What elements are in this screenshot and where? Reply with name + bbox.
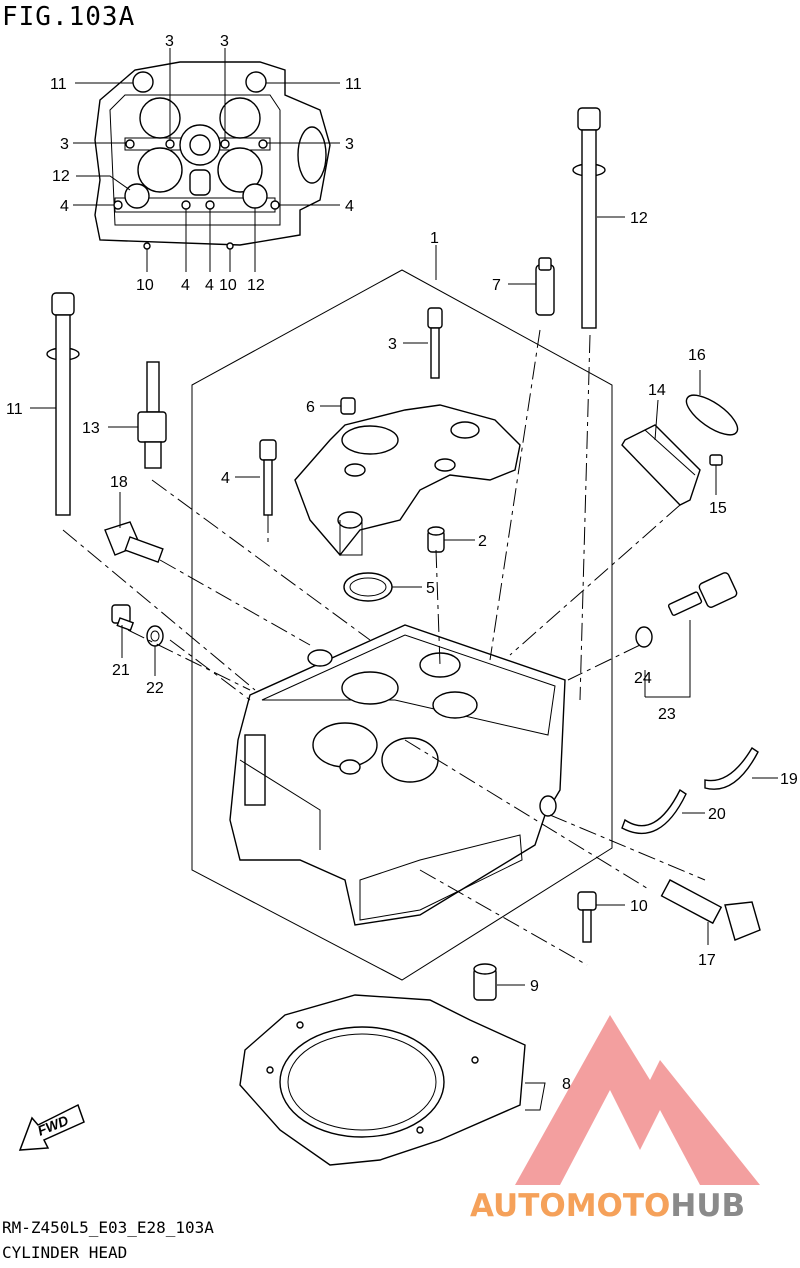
callout-part-7: 7 — [492, 277, 501, 294]
callout-part-1: 1 — [430, 230, 439, 247]
diagram-caption: CYLINDER HEAD — [2, 1243, 128, 1262]
callout-4-bottom-a: 4 — [181, 277, 190, 294]
part-6-bolt — [340, 397, 356, 415]
callout-11-right: 11 — [345, 76, 362, 93]
callout-part-15: 15 — [709, 500, 727, 517]
callout-part-12: 12 — [630, 210, 648, 227]
callout-part-10: 10 — [630, 898, 648, 915]
fwd-direction-arrow: FWD — [18, 1103, 85, 1151]
camshaft-holder — [294, 404, 521, 557]
part-16-clamp — [685, 394, 739, 436]
watermark-brand: AUTOMOTOHUB — [470, 1188, 745, 1224]
cylinder-head-body — [229, 624, 566, 926]
callout-part-4: 4 — [221, 470, 230, 487]
callout-4-right: 4 — [345, 198, 354, 215]
exploded-leader-lines — [30, 216, 778, 1111]
part-23-sensor — [667, 572, 738, 616]
callout-3-left: 3 — [60, 136, 69, 153]
diagram-code: RM-Z450L5_E03_E28_103A — [2, 1218, 214, 1237]
part-10-bolt — [577, 891, 597, 943]
callout-part-2: 2 — [478, 533, 487, 550]
part-7-sleeve — [535, 257, 555, 316]
part-15-screw — [709, 454, 723, 466]
callout-4-bottom-b: 4 — [205, 277, 214, 294]
callout-part-17: 17 — [698, 952, 716, 969]
callout-part-5: 5 — [426, 580, 435, 597]
part-24-o-ring — [635, 626, 653, 648]
top-view-leader-lines — [73, 48, 340, 272]
callout-part-21: 21 — [112, 662, 130, 679]
watermark-logo — [515, 1015, 760, 1185]
callout-part-16: 16 — [688, 347, 706, 364]
watermark-brand-part1: AUTOMOTO — [470, 1188, 671, 1224]
callout-part-23: 23 — [658, 706, 676, 723]
callout-10-bottom-left: 10 — [136, 277, 154, 294]
part-13-spark-plug — [137, 361, 167, 469]
cylinder-head-top-view — [94, 61, 331, 250]
callout-part-19: 19 — [780, 771, 798, 788]
callout-part-18: 18 — [110, 474, 128, 491]
assembly-dash-lines — [62, 329, 706, 966]
assembly-boundary — [191, 269, 613, 981]
part-21-bolt — [111, 604, 135, 632]
callout-11-left: 11 — [50, 76, 67, 93]
callout-part-14: 14 — [648, 382, 666, 399]
figure-title: FIG.103A — [2, 2, 136, 32]
callout-part-8: 8 — [562, 1076, 571, 1093]
callout-part-11: 11 — [6, 401, 23, 418]
part-5-o-ring — [343, 572, 393, 602]
part-14-intake-pipe — [621, 424, 701, 506]
part-9-dowel — [473, 963, 497, 1001]
callout-12-bottom: 12 — [247, 277, 265, 294]
callout-10-bottom-right: 10 — [219, 277, 237, 294]
callout-3-top-right: 3 — [220, 33, 229, 50]
callout-part-9: 9 — [530, 978, 539, 995]
callout-4-left: 4 — [60, 198, 69, 215]
part-20-cam-cap — [621, 788, 687, 835]
callout-part-22: 22 — [146, 680, 164, 697]
callout-part-6: 6 — [306, 399, 315, 416]
watermark-brand-part2: HUB — [670, 1188, 746, 1224]
part-4-bolt — [259, 439, 277, 516]
callout-3-top-left: 3 — [165, 33, 174, 50]
callout-part-24: 24 — [634, 670, 652, 687]
part-12-long-bolt — [572, 107, 606, 329]
callout-part-13: 13 — [82, 420, 100, 437]
callout-3-right: 3 — [345, 136, 354, 153]
part-3-bolt — [427, 307, 443, 379]
part-18-bolt — [104, 521, 164, 564]
part-19-cam-cap — [704, 747, 759, 790]
part-8-head-gasket — [239, 994, 526, 1166]
part-11-long-bolt — [46, 292, 80, 516]
callout-12-left: 12 — [52, 168, 70, 185]
part-17-bolt — [660, 879, 761, 941]
part-22-washer — [146, 625, 164, 647]
part-2-dowel — [427, 526, 445, 553]
callout-part-20: 20 — [708, 806, 726, 823]
callout-part-3: 3 — [388, 336, 397, 353]
